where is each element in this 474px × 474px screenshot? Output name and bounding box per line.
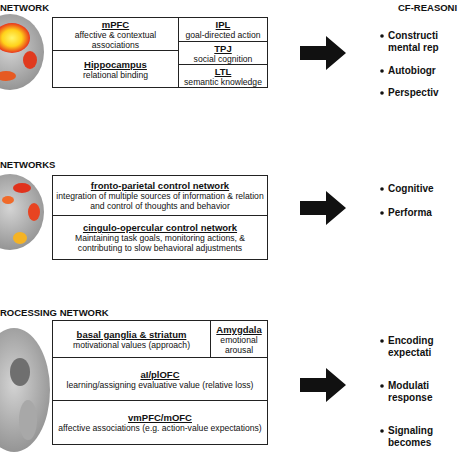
activation-blob [0,71,16,81]
region-name: LTL [215,66,232,77]
bullet-dot [380,187,384,191]
block-arrow [300,191,346,225]
region-function: relational binding [83,70,148,80]
bullet-text: Modulati response [388,380,468,404]
activation-blob [23,51,37,69]
brain-structure [19,400,37,440]
bullet-dot [380,211,384,215]
network-cell: Amygdalaemotional arousal [210,320,268,358]
bullet-dot [380,69,384,73]
network-cell: vmPFC/mOFCaffective associations (e.g. a… [52,400,268,445]
brain-image [0,174,44,250]
region-name: fronto-parietal control network [91,180,229,191]
bullet-text: Constructi mental rep [388,30,468,54]
network-cell: mPFCaffective & contextual associations [52,17,179,51]
brain-structure [10,358,30,386]
section-title: CF-REASONI [398,2,457,13]
region-function: learning/assigning evaluative value (rel… [67,380,254,390]
region-function: goal-directed action [185,30,260,40]
network-cell: LTLsemantic knowledge [178,64,268,88]
activation-blob [2,196,14,204]
section-title: NETWORKS [0,159,55,170]
block-arrow [300,368,346,402]
region-function: affective & contextual associations [56,30,175,50]
region-name: aI/plOFC [140,369,179,380]
region-function: integration of multiple sources of infor… [56,191,264,211]
brain-image [0,328,50,452]
bullet-text: Performa [388,207,468,219]
activation-blob [13,183,31,193]
region-function: semantic knowledge [184,77,262,87]
region-name: cingulo-opercular control network [83,222,237,233]
bullet-dot [380,34,384,38]
region-function: affective associations (e.g. action-valu… [58,423,261,433]
bullet-text: Signaling becomes [388,425,468,449]
region-name: mPFC [102,19,129,30]
activation-blob [28,203,40,221]
bullet-dot [380,339,384,343]
bullet-dot [380,91,384,95]
section-title: ROCESSING NETWORK [0,307,109,318]
bullet-dot [380,384,384,388]
activation-blob [0,23,30,53]
region-name: Amygdala [216,324,261,335]
network-cell: Hippocampusrelational binding [52,50,179,88]
region-function: social cognition [194,54,253,64]
network-cell: basal ganglia & striatummotivational val… [52,320,211,358]
region-name: TPJ [214,43,231,54]
region-function: emotional arousal [214,335,264,355]
bullet-text: Encoding expectati [388,335,468,359]
region-name: Hippocampus [84,59,147,70]
section-title: NETWORK [0,2,49,13]
region-name: basal ganglia & striatum [77,329,187,340]
region-name: vmPFC/mOFC [128,412,192,423]
network-cell: cingulo-opercular control networkMaintai… [52,215,268,260]
region-function: motivational values (approach) [73,340,190,350]
bullet-dot [380,429,384,433]
bullet-text: Autobiogr [388,65,468,77]
bullet-text: Perspectiv [388,87,468,99]
network-cell: fronto-parietal control networkintegrati… [52,175,268,216]
region-function: Maintaining task goals, monitoring actio… [56,233,264,253]
block-arrow [300,36,346,70]
activation-blob [13,232,27,244]
network-cell: IPLgoal-directed action [178,17,268,42]
network-cell: aI/plOFClearning/assigning evaluative va… [52,357,268,401]
region-name: IPL [216,19,231,30]
network-cell: TPJsocial cognition [178,41,268,65]
bullet-text: Cognitive [388,183,468,195]
brain-image [0,14,44,90]
